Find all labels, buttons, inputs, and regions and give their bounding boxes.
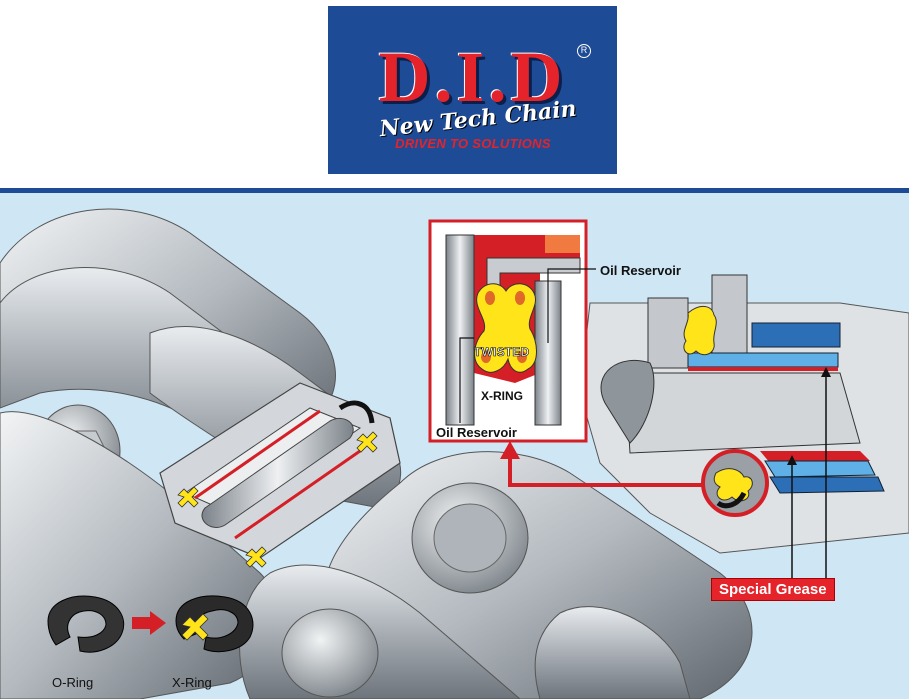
label-x-ring: X-Ring xyxy=(172,675,212,690)
chain-diagram: Oil Reservoir Oil Reservoir TWISTED X-RI… xyxy=(0,193,909,699)
chain-illustration xyxy=(0,208,909,699)
cross-section-detail xyxy=(579,274,909,578)
header-divider xyxy=(0,188,909,193)
registered-mark-icon: R xyxy=(577,44,591,58)
ring-comparison xyxy=(47,595,254,653)
label-twisted: TWISTED xyxy=(474,345,530,360)
logo-brand: D.I.D xyxy=(378,37,567,117)
elbow-arrow-icon xyxy=(500,441,703,487)
x-ring-top-icon xyxy=(683,306,717,356)
x-ring-inset xyxy=(428,219,596,443)
label-oil-reservoir-bottom: Oil Reservoir xyxy=(436,425,517,440)
label-o-ring: O-Ring xyxy=(52,675,94,690)
right-arrow-icon xyxy=(132,611,166,635)
label-x-ring-inset: X-RING xyxy=(481,389,523,403)
label-oil-reservoir-top: Oil Reservoir xyxy=(600,263,681,278)
x-ring-section-icon xyxy=(177,431,378,568)
label-special-grease: Special Grease xyxy=(711,578,835,601)
logo-tagline: DRIVEN TO SOLUTIONS xyxy=(395,136,551,151)
did-logo: D.I.D R New Tech Chain DRIVEN TO SOLUTIO… xyxy=(328,6,617,174)
o-ring-icon xyxy=(47,595,125,653)
roller-chain xyxy=(0,208,753,699)
